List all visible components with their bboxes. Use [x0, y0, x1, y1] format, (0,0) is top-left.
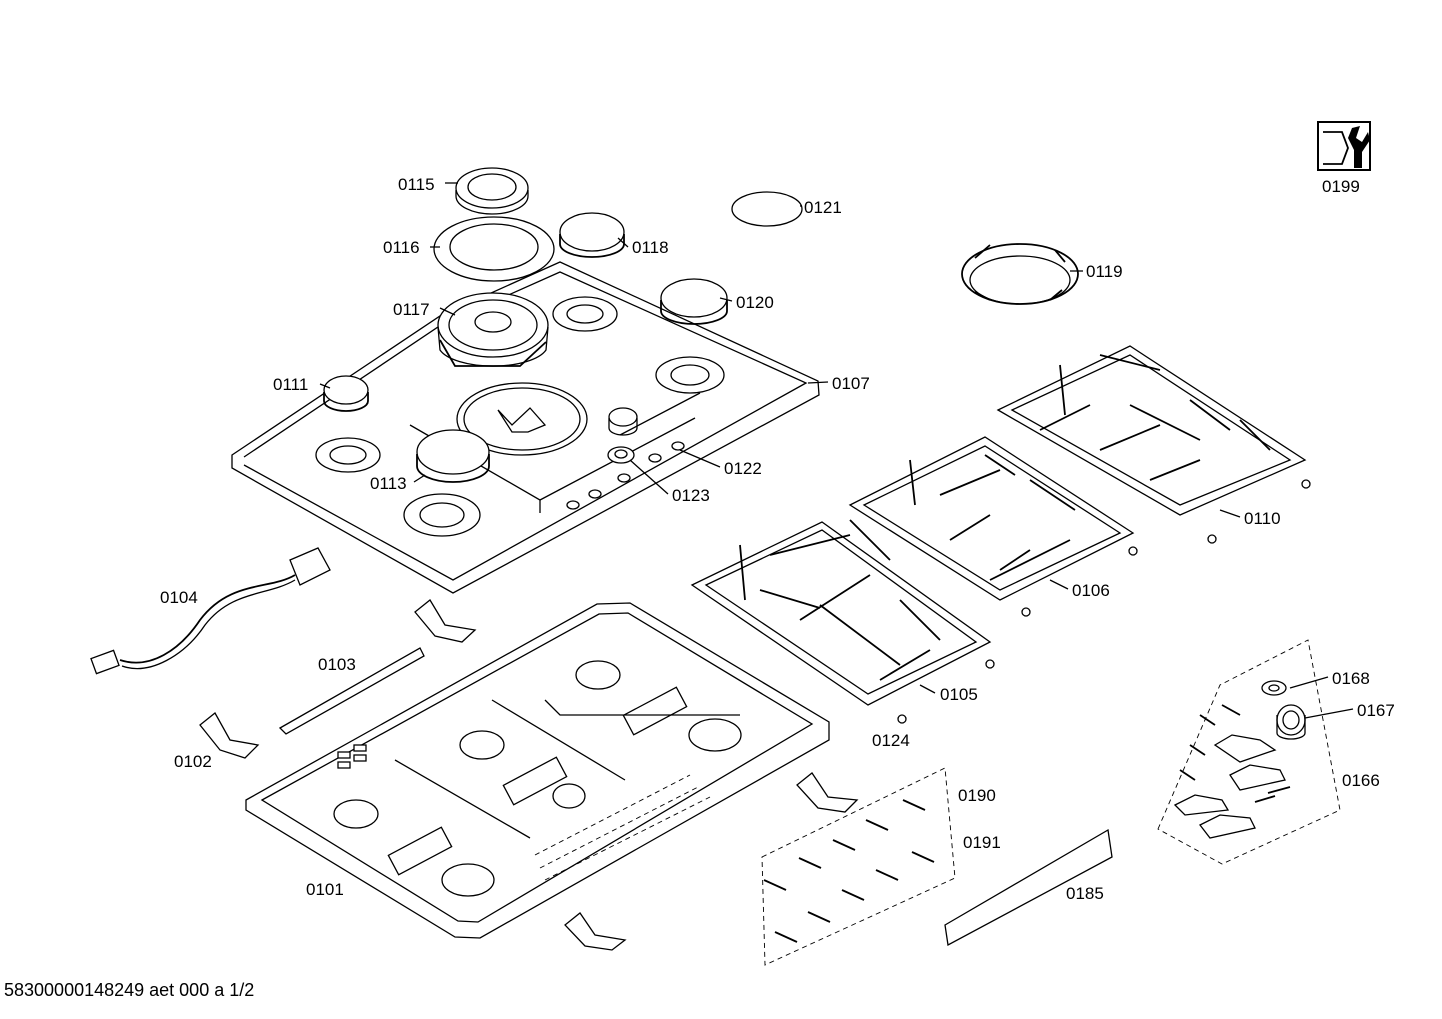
- label-0120: 0120: [736, 293, 774, 312]
- conversion-kit: [1157, 639, 1341, 865]
- mounting-bracket-0102: [199, 712, 260, 759]
- label-0105: 0105: [940, 685, 978, 704]
- knob-seal: [607, 446, 635, 464]
- label-0104: 0104: [160, 588, 198, 607]
- label-0117: 0117: [393, 300, 430, 319]
- pan-support-0106: [848, 436, 1138, 617]
- control-knob: [608, 407, 638, 436]
- label-0123: 0123: [672, 486, 710, 505]
- pan-support-0105: [690, 519, 995, 724]
- burner-ring-0116: [433, 216, 555, 282]
- burner-cap-0111: [323, 375, 369, 412]
- label-0168: 0168: [1332, 669, 1370, 688]
- burner-ring-0115: [455, 167, 529, 215]
- label-0106: 0106: [1072, 581, 1110, 600]
- label-0111: 0111: [273, 375, 308, 394]
- label-0121: 0121: [804, 198, 842, 217]
- nozzle-washer-0168: [1261, 680, 1287, 696]
- wok-support-ring: [961, 243, 1079, 305]
- label-0118: 0118: [632, 238, 669, 257]
- label-0185: 0185: [1066, 884, 1104, 903]
- label-0124: 0124: [872, 731, 910, 750]
- label-0199: 0199: [1322, 177, 1360, 196]
- wrench-nut-icon: [1317, 121, 1371, 171]
- label-0119: 0119: [1086, 262, 1123, 281]
- wok-burner: [437, 292, 549, 367]
- label-0191: 0191: [963, 833, 1001, 852]
- leader-lines: [319, 182, 1354, 719]
- label-0113: 0113: [370, 474, 407, 493]
- burner-cap-0118: [559, 212, 625, 258]
- label-0115: 0115: [398, 175, 435, 194]
- mounting-bracket-top: [414, 599, 477, 643]
- adhesive-strip: [944, 828, 1113, 947]
- mounting-bracket-bottom: [564, 912, 627, 951]
- burner-cap-0120: [660, 278, 728, 325]
- base-tray: [245, 602, 830, 939]
- gas-connector-0167: [1276, 704, 1306, 740]
- label-0102: 0102: [174, 752, 212, 771]
- mounting-bracket-0190: [796, 772, 859, 813]
- document-id: 58300000148249 aet 000 a 1/2: [4, 980, 255, 1000]
- label-0116: 0116: [383, 238, 420, 257]
- flame-spreader-disc: [731, 191, 803, 227]
- label-0167: 0167: [1357, 701, 1395, 720]
- pan-support-0110: [996, 345, 1311, 544]
- burner-cap-0113: [416, 429, 490, 483]
- label-0190: 0190: [958, 786, 996, 805]
- label-0107: 0107: [832, 374, 870, 393]
- label-0110: 0110: [1244, 509, 1281, 528]
- hob-top-plate: [231, 261, 820, 594]
- power-cord: [90, 547, 331, 675]
- label-0122: 0122: [724, 459, 762, 478]
- label-0103: 0103: [318, 655, 356, 674]
- label-0166: 0166: [1342, 771, 1380, 790]
- seal-strip: [278, 647, 425, 735]
- screw-set: [761, 767, 956, 966]
- label-0101: 0101: [306, 880, 344, 899]
